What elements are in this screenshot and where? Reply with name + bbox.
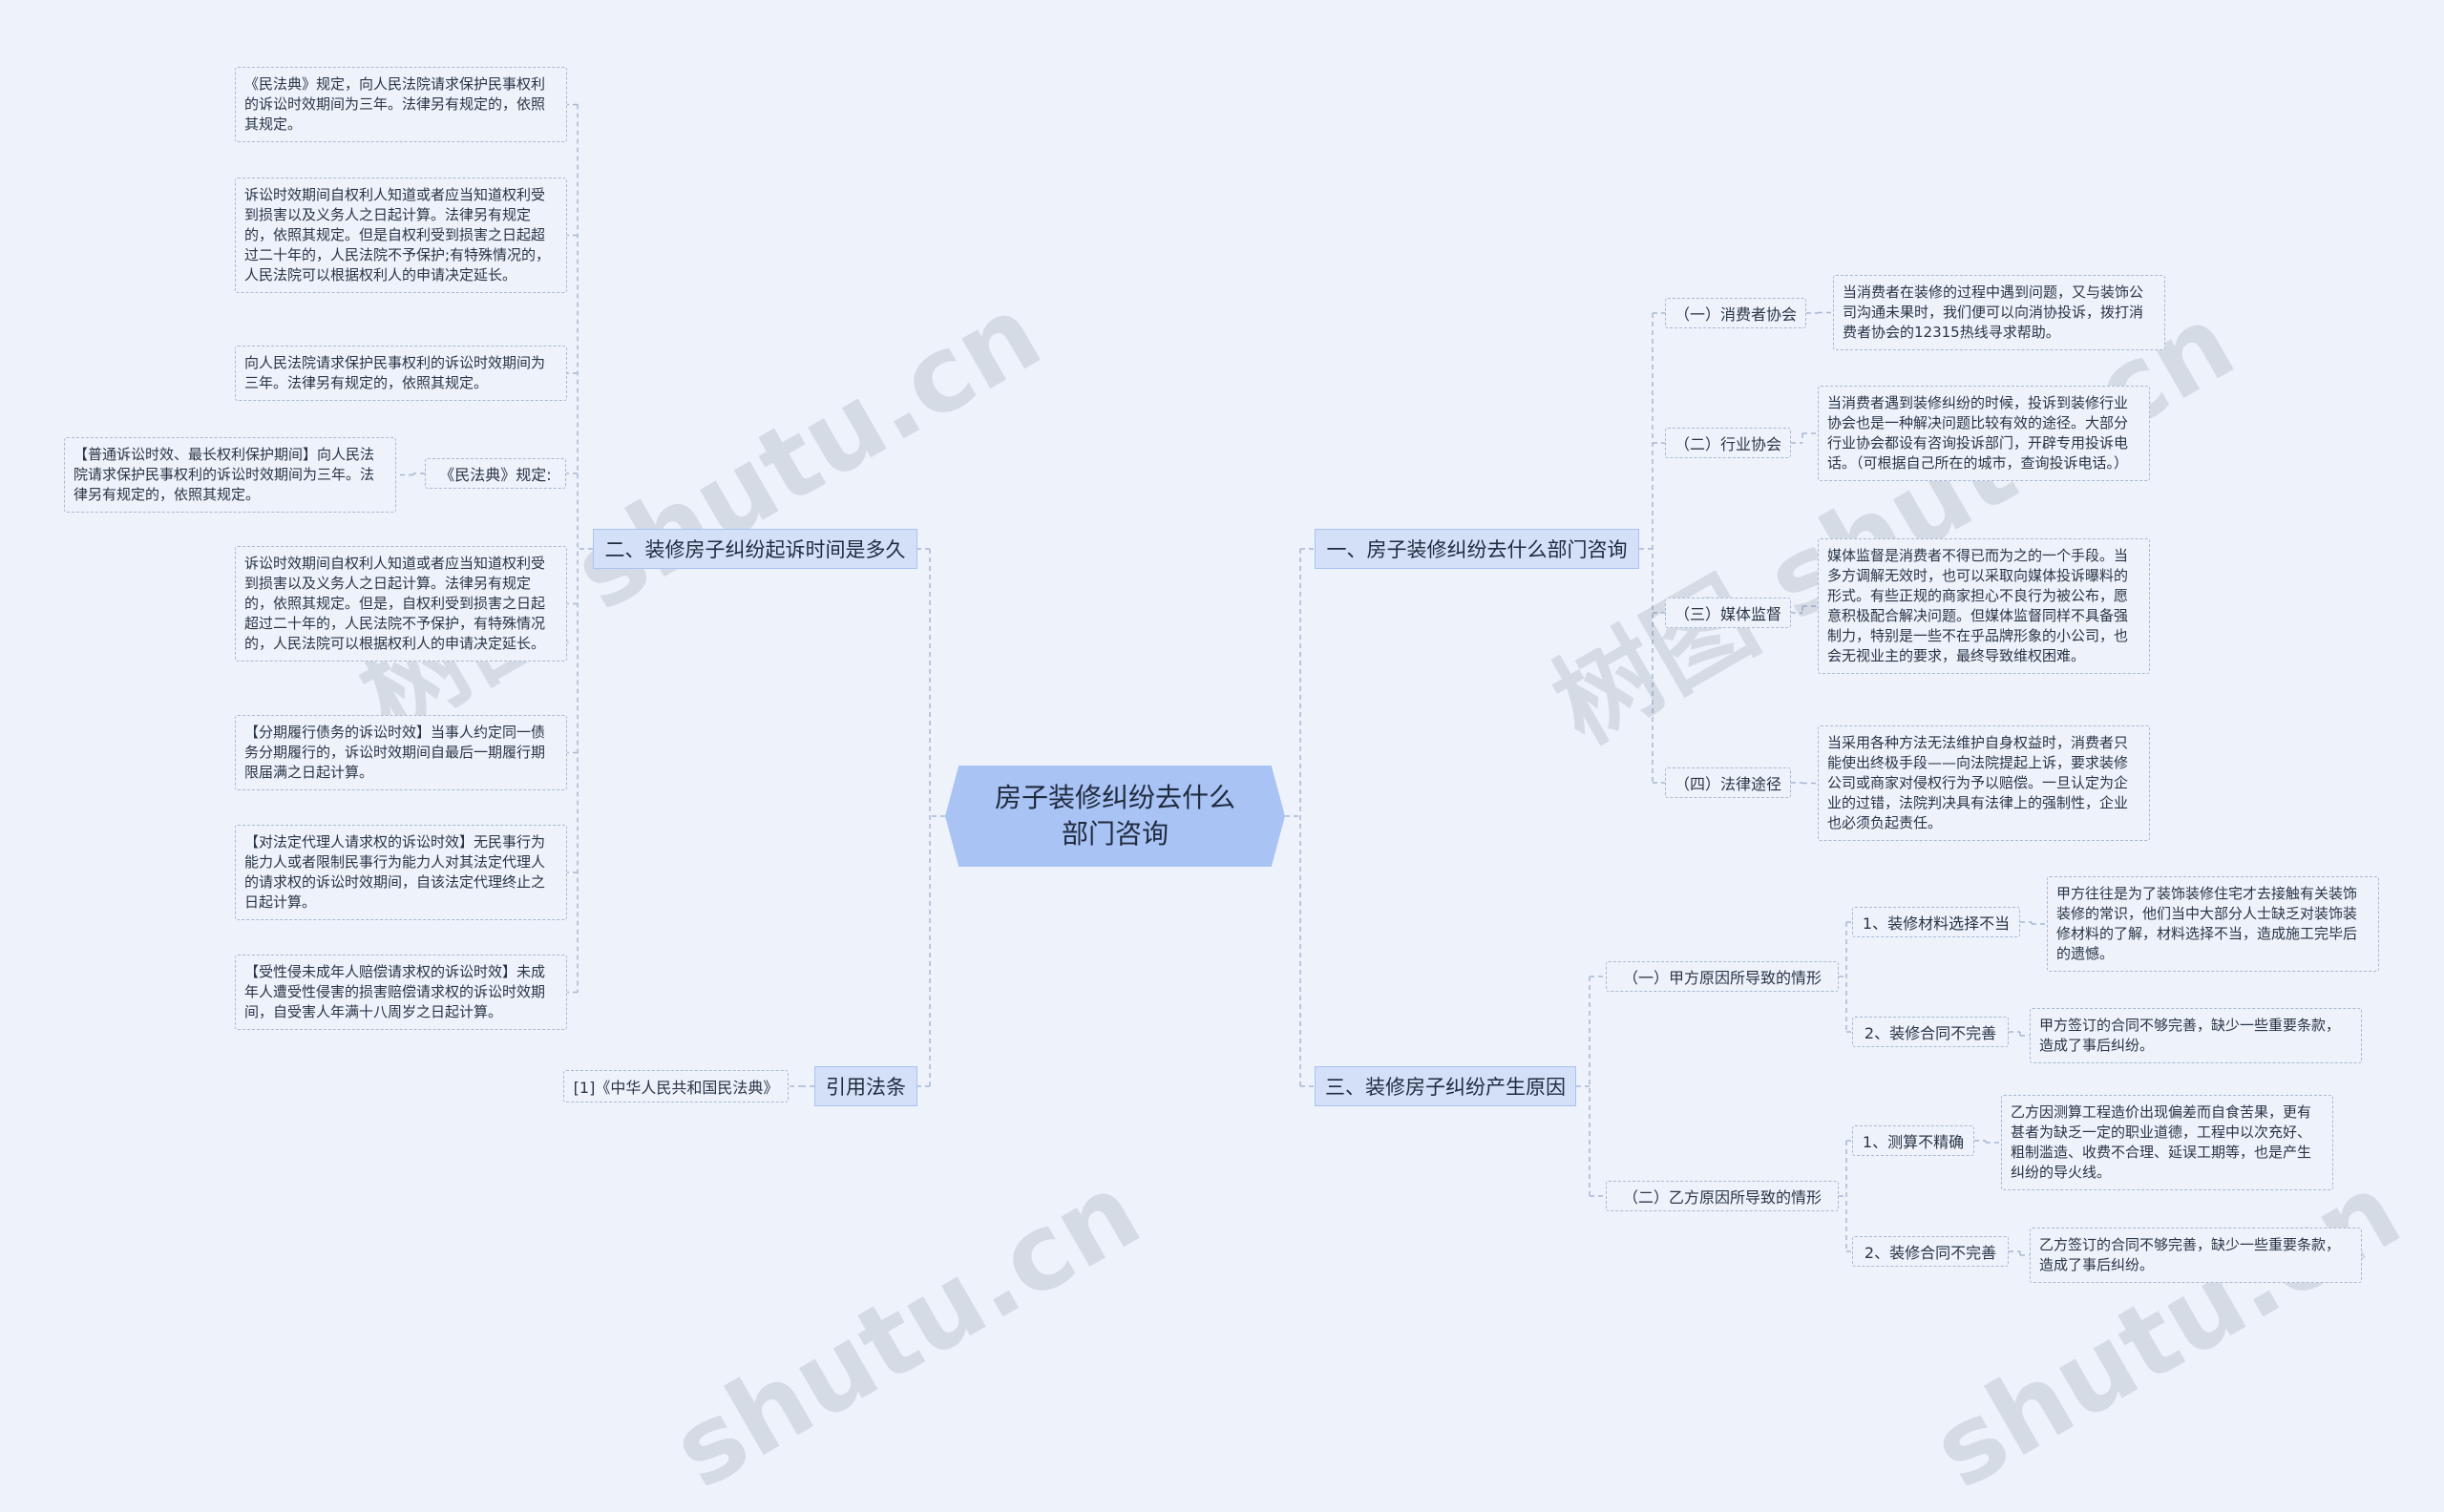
cause-group-label[interactable]: （一）甲方原因所导致的情形	[1606, 961, 1839, 992]
dept-label[interactable]: （三）媒体监督	[1665, 598, 1791, 628]
law-leaf[interactable]: 《民法典》规定，向人民法院请求保护民事权利的诉讼时效期间为三年。法律另有规定的，…	[235, 67, 567, 142]
law-leaf[interactable]: 诉讼时效期间自权利人知道或者应当知道权利受到损害以及义务人之日起计算。法律另有规…	[235, 546, 567, 662]
dept-detail[interactable]: 当消费者遇到装修纠纷的时候，投诉到装修行业协会也是一种解决问题比较有效的途径。大…	[1818, 386, 2150, 481]
law-reference[interactable]: [1]《中华人民共和国民法典》	[563, 1070, 789, 1102]
dept-detail[interactable]: 当采用各种方法无法维护自身权益时，消费者只能使出终极手段——向法院提起上诉，要求…	[1818, 725, 2150, 841]
dept-detail[interactable]: 媒体监督是消费者不得已而为之的一个手段。当多方调解无效时，也可以采取向媒体投诉曝…	[1818, 538, 2150, 674]
law-subtopic[interactable]: 《民法典》规定:	[425, 458, 566, 489]
branch-consult-department[interactable]: 一、房子装修纠纷去什么部门咨询	[1315, 529, 1639, 569]
central-topic[interactable]: 房子装修纠纷去什么部门咨询	[945, 766, 1285, 867]
mindmap-canvas: 树图 shutu.cn 树图 shutu.cn shutu.cn shutu.c…	[64, 67, 2419, 1512]
law-leaf[interactable]: 【普通诉讼时效、最长权利保护期间】向人民法院请求保护民事权利的诉讼时效期间为三年…	[64, 437, 396, 513]
branch-filing-time[interactable]: 二、装修房子纠纷起诉时间是多久	[593, 529, 917, 569]
dept-label[interactable]: （二）行业协会	[1665, 428, 1791, 458]
law-leaf[interactable]: 向人民法院请求保护民事权利的诉讼时效期间为三年。法律另有规定的，依照其规定。	[235, 346, 567, 401]
law-leaf[interactable]: 【受性侵未成年人赔偿请求权的诉讼时效】未成年人遭受性侵害的损害赔偿请求权的诉讼时…	[235, 955, 567, 1030]
cause-detail[interactable]: 甲方签订的合同不够完善，缺少一些重要条款，造成了事后纠纷。	[2030, 1008, 2362, 1063]
cause-detail[interactable]: 甲方往往是为了装饰装修住宅才去接触有关装饰装修的常识，他们当中大部分人士缺乏对装…	[2047, 876, 2379, 972]
cause-detail[interactable]: 乙方因测算工程造价出现偏差而自食苦果，更有甚者为缺乏一定的职业道德，工程中以次充…	[2001, 1095, 2333, 1190]
law-leaf[interactable]: 诉讼时效期间自权利人知道或者应当知道权利受到损害以及义务人之日起计算。法律另有规…	[235, 178, 567, 293]
cause-item-label[interactable]: 1、测算不精确	[1852, 1125, 1974, 1156]
law-leaf[interactable]: 【分期履行债务的诉讼时效】当事人约定同一债务分期履行的，诉讼时效期间自最后一期履…	[235, 715, 567, 790]
branch-dispute-causes[interactable]: 三、装修房子纠纷产生原因	[1315, 1066, 1576, 1106]
law-leaf[interactable]: 【对法定代理人请求权的诉讼时效】无民事行为能力人或者限制民事行为能力人对其法定代…	[235, 825, 567, 920]
cause-group-label[interactable]: （二）乙方原因所导致的情形	[1606, 1181, 1839, 1211]
dept-label[interactable]: （一）消费者协会	[1665, 298, 1806, 328]
branch-cited-law[interactable]: 引用法条	[814, 1066, 917, 1106]
connector-lines	[396, 103, 2047, 1256]
dept-detail[interactable]: 当消费者在装修的过程中遇到问题，又与装饰公司沟通未果时，我们便可以向消协投诉，拨…	[1833, 275, 2165, 350]
cause-detail[interactable]: 乙方签订的合同不够完善，缺少一些重要条款，造成了事后纠纷。	[2030, 1228, 2362, 1283]
cause-item-label[interactable]: 2、装修合同不完善	[1852, 1236, 2009, 1267]
cause-item-label[interactable]: 2、装修合同不完善	[1852, 1017, 2009, 1047]
cause-item-label[interactable]: 1、装修材料选择不当	[1852, 907, 2020, 937]
dept-label[interactable]: （四）法律途径	[1665, 767, 1791, 798]
